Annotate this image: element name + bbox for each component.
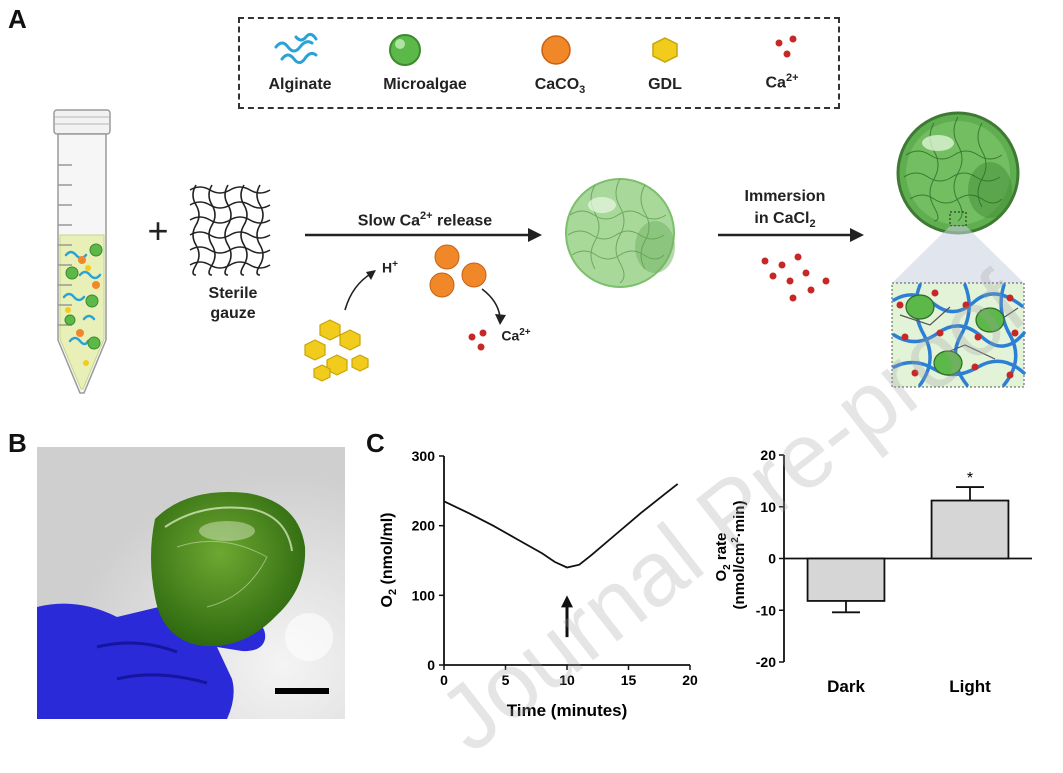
o2-line-chart: 0 100 200 300 0 5 10 15 20 Time (minutes) O2 (nm… bbox=[379, 448, 698, 720]
line-y-tick-label: 300 bbox=[412, 448, 436, 464]
bar-y-tick-label: -20 bbox=[756, 654, 776, 670]
significance-marker: * bbox=[967, 470, 973, 487]
line-x-tick-label: 20 bbox=[682, 672, 698, 688]
magnified-network-icon bbox=[891, 282, 1026, 388]
bar-marks: Dark Light * bbox=[806, 470, 1010, 696]
bar-y-tick-label: 20 bbox=[760, 447, 776, 463]
arrow-head bbox=[561, 595, 573, 608]
bar-category-label: Dark bbox=[827, 677, 865, 696]
microalgae-icon bbox=[389, 34, 421, 66]
cacl2-ca-dots bbox=[761, 253, 830, 302]
legend-caco3-label: CaCO3 bbox=[534, 76, 586, 97]
o2-rate-bar-chart: -20 -10 0 10 20 Dark Light * O2 rate (nmol/cm2… bbox=[713, 447, 1032, 696]
legend-ca-label: Ca2+ bbox=[765, 72, 799, 92]
hydrogel-sphere-icon bbox=[565, 178, 675, 288]
bar-category-label: Light bbox=[949, 677, 991, 696]
legend-gdl-label: GDL bbox=[648, 76, 682, 93]
reaction-arrow-1 bbox=[344, 272, 373, 311]
gauze-icon bbox=[189, 184, 271, 276]
o2-series-line bbox=[443, 483, 679, 569]
released-ca-dots bbox=[468, 329, 487, 351]
bar-y-tick-label: -10 bbox=[756, 602, 776, 618]
caco3-icon bbox=[541, 35, 571, 65]
h-ion-label: H+ bbox=[382, 259, 398, 276]
legend-box bbox=[238, 17, 840, 109]
bar-y-tick-label: 0 bbox=[768, 551, 776, 567]
legend-icons bbox=[274, 32, 797, 66]
scheme-diagram: + bbox=[53, 109, 1026, 394]
hydrogel-shape bbox=[151, 492, 306, 647]
line-y-tick-label: 200 bbox=[412, 518, 436, 534]
caco3-particles bbox=[429, 244, 487, 298]
line-x-axis-label: Time (minutes) bbox=[507, 701, 628, 720]
ca-ion-label: Ca2+ bbox=[501, 327, 531, 344]
panel-label-c: C bbox=[366, 428, 385, 458]
tube-icon bbox=[53, 109, 111, 394]
crosslinked-sphere-icon bbox=[896, 111, 1020, 235]
ca-ion-icon bbox=[775, 35, 797, 58]
line-y-tick-label: 100 bbox=[412, 587, 436, 603]
line-chart-axes: 0 100 200 300 0 5 10 15 20 bbox=[412, 448, 698, 688]
plus-sign: + bbox=[147, 210, 168, 251]
alginate-icon bbox=[274, 32, 318, 64]
bar-y-tick-label: 10 bbox=[760, 499, 776, 515]
zoom-cone bbox=[892, 226, 1024, 283]
gdl-icon bbox=[652, 37, 678, 63]
bar-light bbox=[930, 499, 1010, 560]
injection-arrow bbox=[561, 595, 573, 638]
legend-microalgae-label: Microalgae bbox=[383, 76, 467, 93]
line-y-tick-label: 0 bbox=[427, 657, 435, 673]
slow-release-label: Slow Ca2+ release bbox=[357, 210, 493, 230]
line-y-axis-label: O2 (nmol/ml) bbox=[379, 512, 399, 607]
hydrogel-photo bbox=[37, 447, 345, 719]
line-x-tick-label: 10 bbox=[559, 672, 575, 688]
line-x-tick-label: 0 bbox=[440, 672, 448, 688]
gdl-hexagons bbox=[304, 319, 369, 382]
line-x-tick-label: 5 bbox=[502, 672, 510, 688]
legend-alginate-label: Alginate bbox=[268, 76, 332, 93]
panel-label-b: B bbox=[8, 428, 27, 458]
panel-label-a: A bbox=[8, 4, 27, 34]
bar-dark bbox=[806, 557, 886, 602]
reaction-arrow-2 bbox=[481, 288, 501, 318]
line-x-tick-label: 15 bbox=[621, 672, 637, 688]
scale-bar bbox=[275, 688, 329, 694]
bar-y-axis-label: O2 rate (nmol/cm2·min) bbox=[713, 501, 748, 610]
